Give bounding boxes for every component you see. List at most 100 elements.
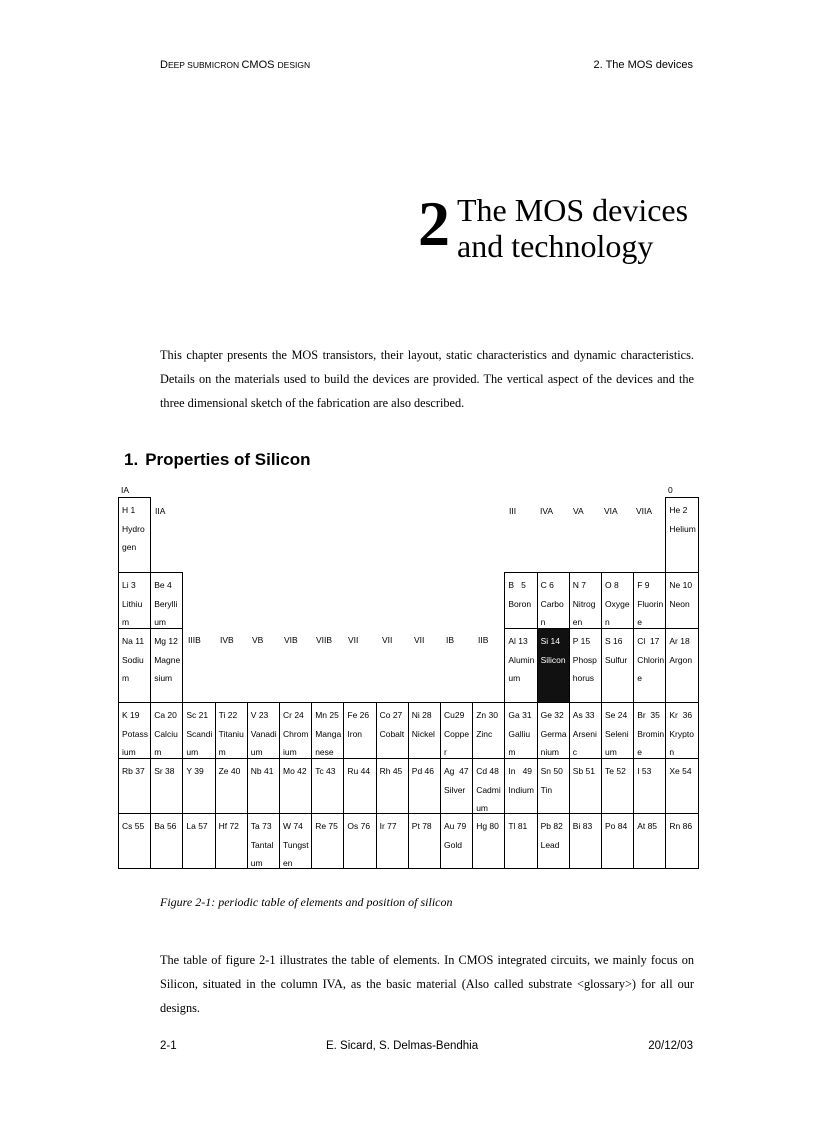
element-symbol: Hf 72: [218, 821, 239, 831]
element-symbol: In 49: [508, 766, 533, 776]
element-name: Neon: [669, 598, 690, 609]
element-name: Carbon: [540, 598, 564, 628]
element-symbol: Pd 46: [411, 766, 435, 776]
element-cell: Mo 42: [279, 758, 313, 814]
element-cell: Se 24 Selenium: [601, 702, 635, 759]
element-cell: At 85: [633, 813, 667, 869]
element-cell: Tc 43: [311, 758, 345, 814]
element-name: Germanium: [540, 728, 567, 758]
element-name: Potassium: [122, 728, 148, 758]
element-name: Copper: [444, 728, 470, 758]
group-label-VII: VII: [414, 635, 425, 645]
element-symbol: Si 14: [540, 636, 560, 646]
element-cell: Po 84: [601, 813, 635, 869]
element-symbol: Hg 80: [476, 821, 499, 831]
element-symbol: Fe 26: [347, 710, 370, 720]
element-cell: Sr 38: [150, 758, 184, 814]
element-symbol: Cs 55: [122, 821, 145, 831]
element-name: Aluminum: [508, 654, 535, 684]
group-label-VIIA: VIIA: [636, 506, 653, 516]
element-symbol: Nb 41: [250, 766, 274, 776]
element-symbol: Pt 78: [411, 821, 432, 831]
element-symbol: Se 24: [605, 710, 628, 720]
element-symbol: Ba 56: [154, 821, 177, 831]
element-symbol: Sb 51: [572, 766, 596, 776]
group-label-VIB: VIB: [284, 635, 298, 645]
element-symbol: Re 75: [315, 821, 338, 831]
element-cell: Bi 83: [568, 813, 602, 869]
element-symbol: Mo 42: [283, 766, 307, 776]
element-cell: Pt 78: [407, 813, 441, 869]
element-symbol: Tc 43: [315, 766, 336, 776]
element-cell: Os 76: [343, 813, 377, 869]
chapter-running-title: 2. The MOS devices: [593, 59, 693, 71]
element-cell: Rb 37: [118, 758, 152, 814]
element-cell: Cs 55: [118, 813, 152, 869]
element-symbol: Ga 31: [508, 710, 532, 720]
element-symbol: Rn 86: [669, 821, 693, 831]
element-name: Gallium: [508, 728, 531, 758]
element-cell: Y 39: [182, 758, 216, 814]
element-symbol: Cu29: [444, 710, 465, 720]
element-name: Bromine: [637, 728, 665, 758]
element-symbol: Ca 20: [154, 710, 177, 720]
group-label-IVA: IVA: [540, 506, 554, 516]
element-name: Boron: [508, 598, 532, 609]
chapter-title: The MOS devices and technology: [457, 192, 689, 264]
element-symbol: La 57: [186, 821, 208, 831]
element-name: Helium: [669, 523, 696, 534]
element-name: Selenium: [605, 728, 629, 758]
element-symbol: Y 39: [186, 766, 204, 776]
element-symbol: Te 52: [605, 766, 626, 776]
authors: E. Sicard, S. Delmas-Bendhia: [326, 1040, 479, 1052]
chapter-number: 2: [418, 188, 450, 259]
element-symbol: Au 79: [444, 821, 467, 831]
element-name: Titanium: [218, 728, 244, 758]
element-symbol: Cl 17: [637, 636, 660, 646]
group-label-IVB: IVB: [220, 635, 234, 645]
element-name: Nickel: [411, 728, 435, 739]
element-symbol: Sc 21: [186, 710, 209, 720]
element-symbol: Sn 50: [540, 766, 563, 776]
element-cell: Ze 40: [214, 758, 248, 814]
element-name: Beryllium: [154, 598, 178, 628]
element-cell: Nb 41: [246, 758, 280, 814]
element-name: Sulfur: [605, 654, 628, 665]
element-symbol: Os 76: [347, 821, 371, 831]
element-cell: Hg 80: [472, 813, 506, 869]
element-name: Hydrogen: [122, 523, 145, 553]
element-symbol: K 19: [122, 710, 140, 720]
element-symbol: Ne 10: [669, 580, 693, 590]
element-name: Krypton: [669, 728, 694, 758]
element-symbol: Br 35: [637, 710, 660, 720]
element-symbol: Xe 54: [669, 766, 692, 776]
element-symbol: He 2: [669, 505, 688, 515]
element-cell: Ga 31 Gallium: [504, 702, 538, 759]
element-cell: Re 75: [311, 813, 345, 869]
element-symbol: Ti 22: [218, 710, 238, 720]
element-symbol: W 74: [283, 821, 303, 831]
element-name: Silicon: [540, 654, 566, 665]
element-symbol: Mn 25: [315, 710, 339, 720]
element-name: Manganese: [315, 728, 342, 758]
element-symbol: Tl 81: [508, 821, 528, 831]
